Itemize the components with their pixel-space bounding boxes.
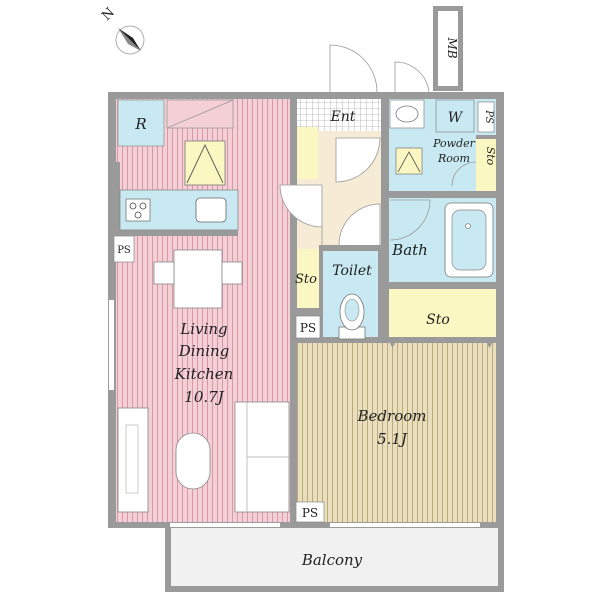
toilet-label: Toilet: [332, 263, 372, 279]
wall-ldk-hall-lower: [290, 245, 297, 345]
ps-left-label: PS: [117, 245, 131, 256]
meter-door: [394, 61, 430, 93]
ps-top-right-label: PS: [483, 109, 494, 124]
ps-left-box: [113, 235, 135, 263]
storage-hall-label: Sto: [295, 272, 317, 287]
ldk-door: [279, 184, 323, 245]
bath-label: Bath: [391, 241, 428, 259]
ps-bottom-box: [295, 501, 325, 523]
balcony: Balcony: [165, 528, 504, 592]
dining-table: [173, 249, 223, 309]
dining-set: [153, 249, 243, 309]
refrigerator-space: [117, 99, 165, 147]
powder-room-label-line-1: Powder: [432, 137, 476, 150]
wall-bath-toilet: [381, 198, 389, 338]
bathtub-basin: [451, 209, 487, 271]
ldk-label: Living Dining Kitchen 10.7J: [174, 320, 234, 406]
wall-bedroom-top: [297, 337, 496, 343]
ps-top-right-box: [477, 101, 495, 133]
bedroom-label-line-2: 5.1J: [377, 430, 408, 448]
wall-powder-bath: [384, 191, 496, 198]
ldk-label-line-2: Dining: [178, 342, 230, 360]
bathtub-drain-icon: [465, 223, 471, 229]
powder-storage-marker-icon: [397, 151, 421, 173]
powder-room-label-line-2: Room: [437, 152, 470, 165]
wall-toilet-top: [319, 245, 381, 251]
washer-space: [435, 99, 475, 133]
hall-door: [335, 137, 381, 183]
dining-chair-left: [153, 261, 175, 285]
ldk-west-window: [109, 300, 114, 390]
wall-hall-wet: [381, 99, 389, 199]
dining-chair-right: [221, 261, 243, 285]
sink-icon: [195, 197, 227, 223]
entrance-label: Ent: [330, 109, 356, 125]
storage-powder-label: Sto: [484, 147, 497, 166]
storage-powder-door: [451, 161, 477, 187]
pantry-diagonal: [166, 99, 234, 129]
ldk-storage-marker-icon: [186, 143, 224, 184]
meter-box-label: MB: [445, 36, 459, 58]
compass: N: [99, 5, 145, 55]
stove-icon: [125, 198, 151, 222]
ldk-label-line-1: Living: [179, 320, 227, 338]
tv-icon: [125, 424, 139, 494]
wall-kitchen-counter-back: [116, 230, 238, 236]
bedroom-label: Bedroom 5.1J: [357, 407, 427, 448]
coffee-table: [175, 432, 211, 490]
storage-bed-floor: [386, 289, 496, 343]
storage-powder-floor: [476, 138, 496, 191]
ldk-storage-box: [184, 140, 226, 186]
bath-door: [389, 199, 431, 241]
wall-ldk-hall-upper: [290, 99, 297, 179]
ldk-label-line-3: Kitchen: [174, 365, 234, 383]
bedroom-label-line-1: Bedroom: [357, 407, 427, 425]
storage-bed-label: Sto: [426, 312, 450, 328]
storage-bed-door-marks: [390, 343, 492, 348]
balcony-label: Balcony: [301, 551, 363, 569]
bedroom-south-window: [330, 523, 480, 527]
balcony-floor: [171, 528, 498, 586]
wall-kitchen-left: [116, 162, 120, 232]
ps-bottom-label: PS: [302, 506, 318, 520]
wall-ldk-bedroom: [290, 343, 297, 522]
washer-label: W: [448, 110, 464, 126]
compass-north-label: N: [99, 5, 118, 24]
interior-walls: [116, 99, 496, 522]
meter-box-inner: [438, 11, 458, 86]
ps-mid-box: [295, 315, 321, 339]
bedroom-floor: [297, 343, 496, 522]
storage-hall-floor: [293, 249, 319, 308]
bath-hall-door: [338, 203, 381, 246]
toilet-icon: [338, 293, 366, 340]
wall-bath-storage: [386, 282, 496, 289]
ldk-label-line-4: 10.7J: [184, 388, 224, 406]
ps-mid-label: PS: [300, 321, 316, 335]
ldk-south-window: [170, 523, 280, 527]
wall-toilet-left: [319, 251, 323, 342]
refrigerator-label: R: [134, 115, 146, 133]
wall-powder-storage: [476, 135, 496, 139]
entrance-door: [329, 44, 378, 93]
entrance-floor: [297, 99, 381, 131]
sofa: [234, 401, 290, 513]
basin-icon: [395, 105, 419, 123]
shoe-storage: [296, 127, 318, 179]
meter-box: MB: [433, 6, 463, 91]
compass-arrow-shade-icon: [118, 28, 141, 51]
